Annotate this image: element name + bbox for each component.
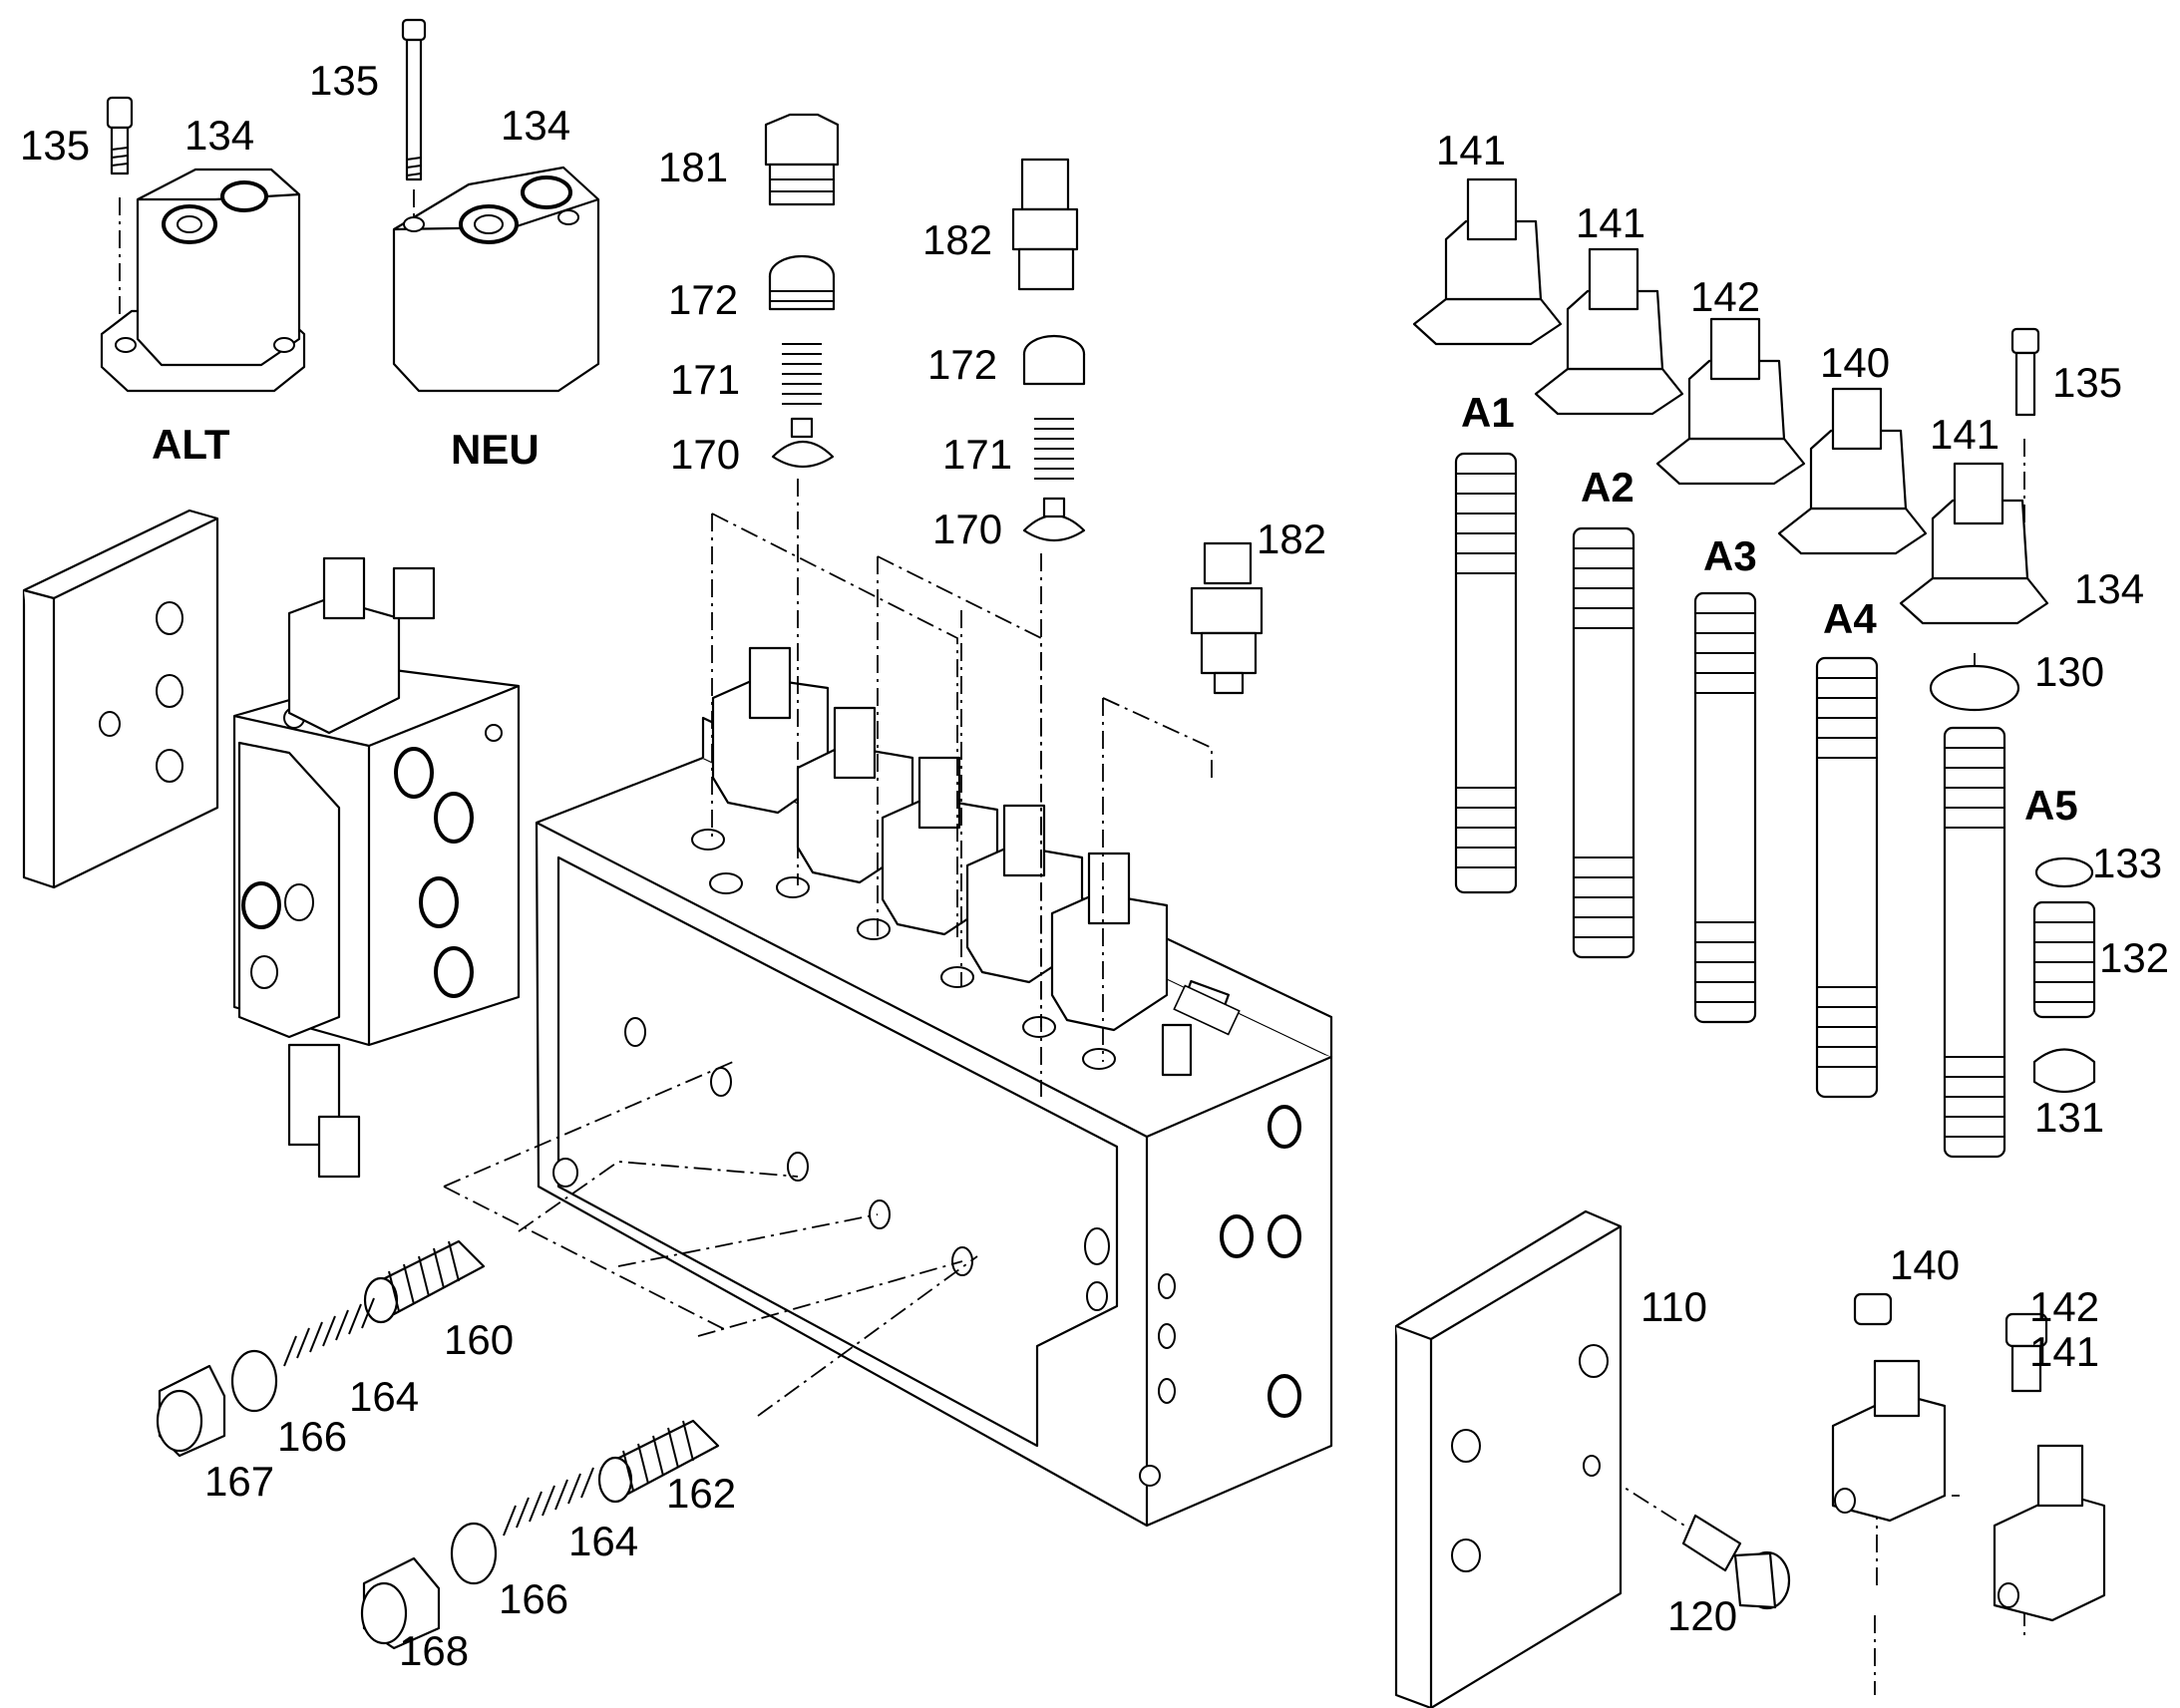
label-171-a: 171: [670, 356, 740, 403]
label-167: 167: [204, 1458, 274, 1505]
label-166-b: 166: [499, 1575, 568, 1622]
label-142-a: 142: [1690, 273, 1760, 320]
label-141-c: 141: [1930, 411, 1999, 458]
label-168: 168: [399, 1627, 469, 1674]
label-130: 130: [2034, 648, 2104, 695]
label-a2: A2: [1581, 464, 1635, 511]
label-181: 181: [658, 144, 728, 190]
label-141-a: 141: [1436, 127, 1506, 173]
label-172-a: 172: [668, 276, 738, 323]
label-131: 131: [2034, 1094, 2104, 1141]
label-134-neu: 134: [501, 102, 570, 149]
screw-120: [1681, 1514, 1791, 1610]
spool-160-assembly: [156, 1239, 486, 1458]
valve-stack-181: [764, 113, 840, 468]
label-172-b: 172: [927, 341, 997, 388]
label-164-b: 164: [568, 1518, 638, 1564]
label-160: 160: [444, 1316, 514, 1363]
label-132: 132: [2099, 934, 2169, 981]
side-plate: [22, 509, 219, 889]
label-135-c: 135: [2052, 359, 2122, 406]
label-a5: A5: [2024, 782, 2078, 829]
cover-134-alt: [100, 96, 306, 393]
label-134-alt: 134: [184, 112, 254, 159]
label-120: 120: [1667, 1592, 1737, 1639]
label-170-b: 170: [932, 506, 1002, 552]
label-182-a: 182: [922, 216, 992, 263]
label-166-a: 166: [277, 1413, 347, 1460]
label-alt: ALT: [152, 421, 230, 468]
solenoid-group-bottom: [1831, 1292, 2106, 1622]
label-164-a: 164: [349, 1373, 419, 1420]
label-a3: A3: [1703, 532, 1757, 579]
label-133: 133: [2092, 840, 2162, 886]
solenoid-valves-on-block: [711, 646, 1241, 1036]
label-110: 110: [1640, 1283, 1707, 1330]
spool-162-assembly: [360, 1419, 720, 1650]
label-182-b: 182: [1257, 515, 1326, 562]
valve-stack-182: [1011, 158, 1086, 541]
solenoid-group-top: [1412, 177, 2049, 625]
label-135-alt: 135: [20, 122, 90, 169]
spools: [1454, 452, 2096, 1159]
label-171-b: 171: [942, 431, 1012, 478]
part-labels: 135 134 135 134 ALT NEU 181 172 171 170 …: [20, 57, 2169, 1674]
cover-plate-110: [1394, 1209, 1623, 1708]
label-a4: A4: [1823, 595, 1877, 642]
label-135-neu: 135: [309, 57, 379, 104]
assembly-lines: [443, 439, 2025, 1695]
label-141-b: 141: [1576, 199, 1645, 246]
label-141-d: 141: [2029, 1328, 2099, 1375]
section-block: [232, 556, 521, 1179]
label-140-a: 140: [1820, 339, 1890, 386]
cover-134-neu: [392, 18, 600, 393]
label-neu: NEU: [451, 426, 540, 473]
valve-182-side: [1190, 541, 1264, 695]
label-142-b: 142: [2029, 1283, 2099, 1330]
label-a1: A1: [1461, 389, 1515, 436]
label-162: 162: [666, 1470, 736, 1517]
label-140-b: 140: [1890, 1241, 1960, 1288]
label-134-c: 134: [2074, 565, 2144, 612]
label-170-a: 170: [670, 431, 740, 478]
